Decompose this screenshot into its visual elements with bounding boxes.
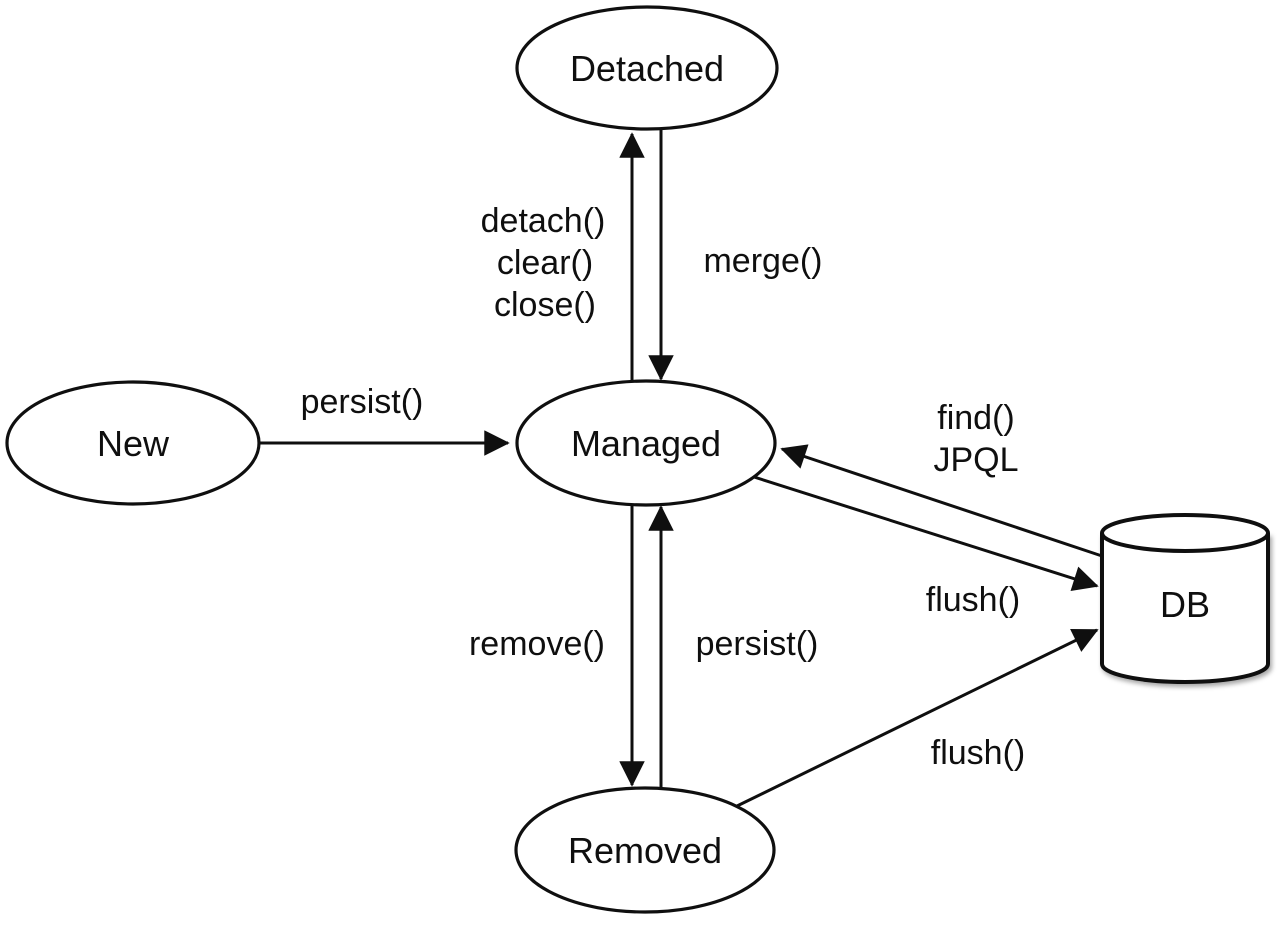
label-jpql: JPQL: [933, 441, 1018, 479]
db-label: DB: [1160, 584, 1210, 625]
label-persist-top: persist(): [301, 383, 424, 421]
label-remove: remove(): [469, 625, 605, 663]
node-db: DB: [1100, 513, 1270, 684]
node-removed: Removed: [514, 786, 776, 914]
new-label: New: [97, 423, 170, 464]
detached-label: Detached: [570, 48, 724, 89]
removed-ellipse: [514, 786, 776, 914]
label-flush-removed: flush(): [931, 734, 1025, 772]
label-flush-managed: flush(): [926, 581, 1020, 619]
removed-label: Removed: [568, 830, 722, 871]
node-detached: Detached: [515, 5, 779, 131]
detached-ellipse: [515, 5, 779, 131]
db-cylinder-body: [1100, 533, 1270, 684]
managed-ellipse: [515, 379, 777, 507]
managed-label: Managed: [571, 423, 721, 464]
label-close: close(): [494, 286, 596, 324]
node-managed: Managed: [515, 379, 777, 507]
label-detach: detach(): [481, 202, 606, 240]
label-merge: merge(): [703, 242, 822, 280]
label-clear: clear(): [497, 244, 593, 282]
edge-flush-managed-to-db: [753, 475, 1099, 591]
db-cylinder-top: [1100, 513, 1270, 553]
label-find: find(): [937, 399, 1014, 437]
node-new: New: [5, 380, 261, 506]
edge-flush-removed-to-db: [736, 628, 1099, 808]
edge-find-db-to-managed: [780, 444, 1103, 558]
label-persist-bottom: persist(): [696, 625, 819, 663]
